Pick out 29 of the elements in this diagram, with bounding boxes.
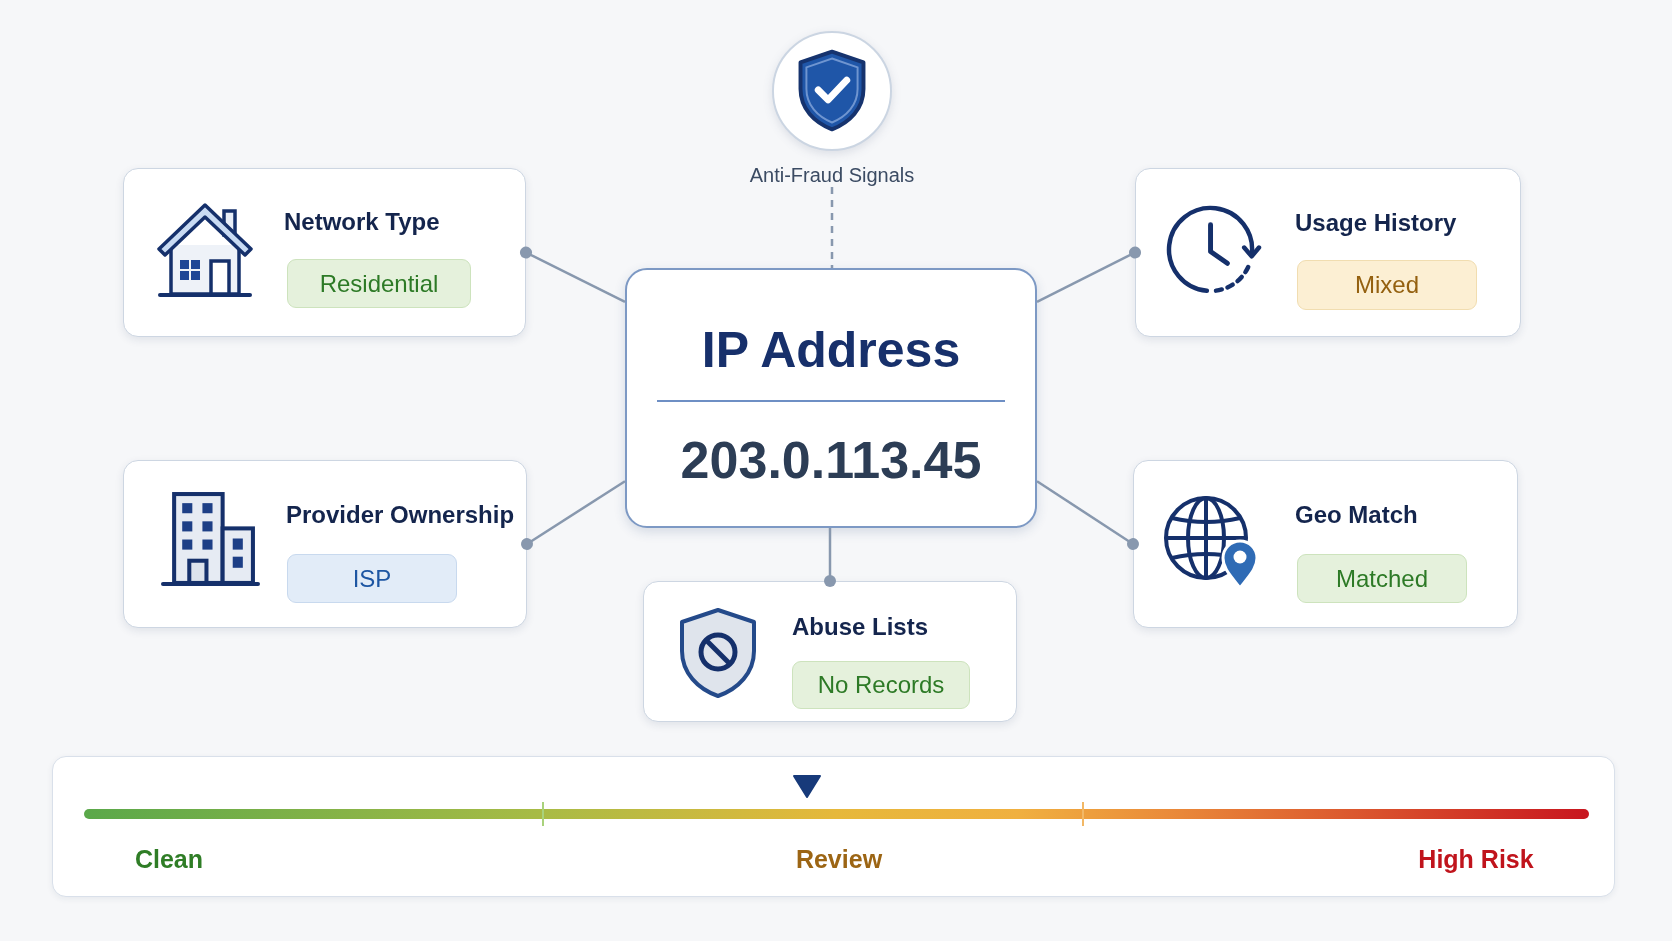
signal-card [1135,168,1521,337]
card-title: IP Address [701,321,961,380]
card-title: Geo Match [1295,500,1418,530]
card-title: Provider Ownership [286,500,515,530]
status-badge: Residential [287,259,471,308]
risk-scale-panel [52,756,1615,897]
status-badge: Matched [1297,554,1467,603]
connector-line [824,528,836,587]
signal-card [1133,460,1518,628]
connector-line [1036,480,1139,550]
icon-caption: Anti-Fraud Signals [749,163,915,187]
scale-label: Clean [134,844,204,874]
card-title: Network Type [284,207,440,237]
connector-line [830,187,834,268]
status-badge: No Records [792,661,970,709]
signal-card [643,581,1017,722]
status-badge: Mixed [1297,260,1477,310]
signal-card [123,168,526,337]
card-title: Usage History [1295,208,1457,238]
status-badge: ISP [287,554,457,603]
ip-value: 203.0.113.45 [680,430,982,490]
connector-line [1036,246,1141,303]
scale-label: Review [795,844,883,874]
hub-card [625,268,1037,528]
connector-line [521,480,626,550]
card-title: Abuse Lists [792,612,929,642]
connector-line [520,246,626,303]
signal-card [123,460,527,628]
scale-label: High Risk [1418,844,1534,874]
